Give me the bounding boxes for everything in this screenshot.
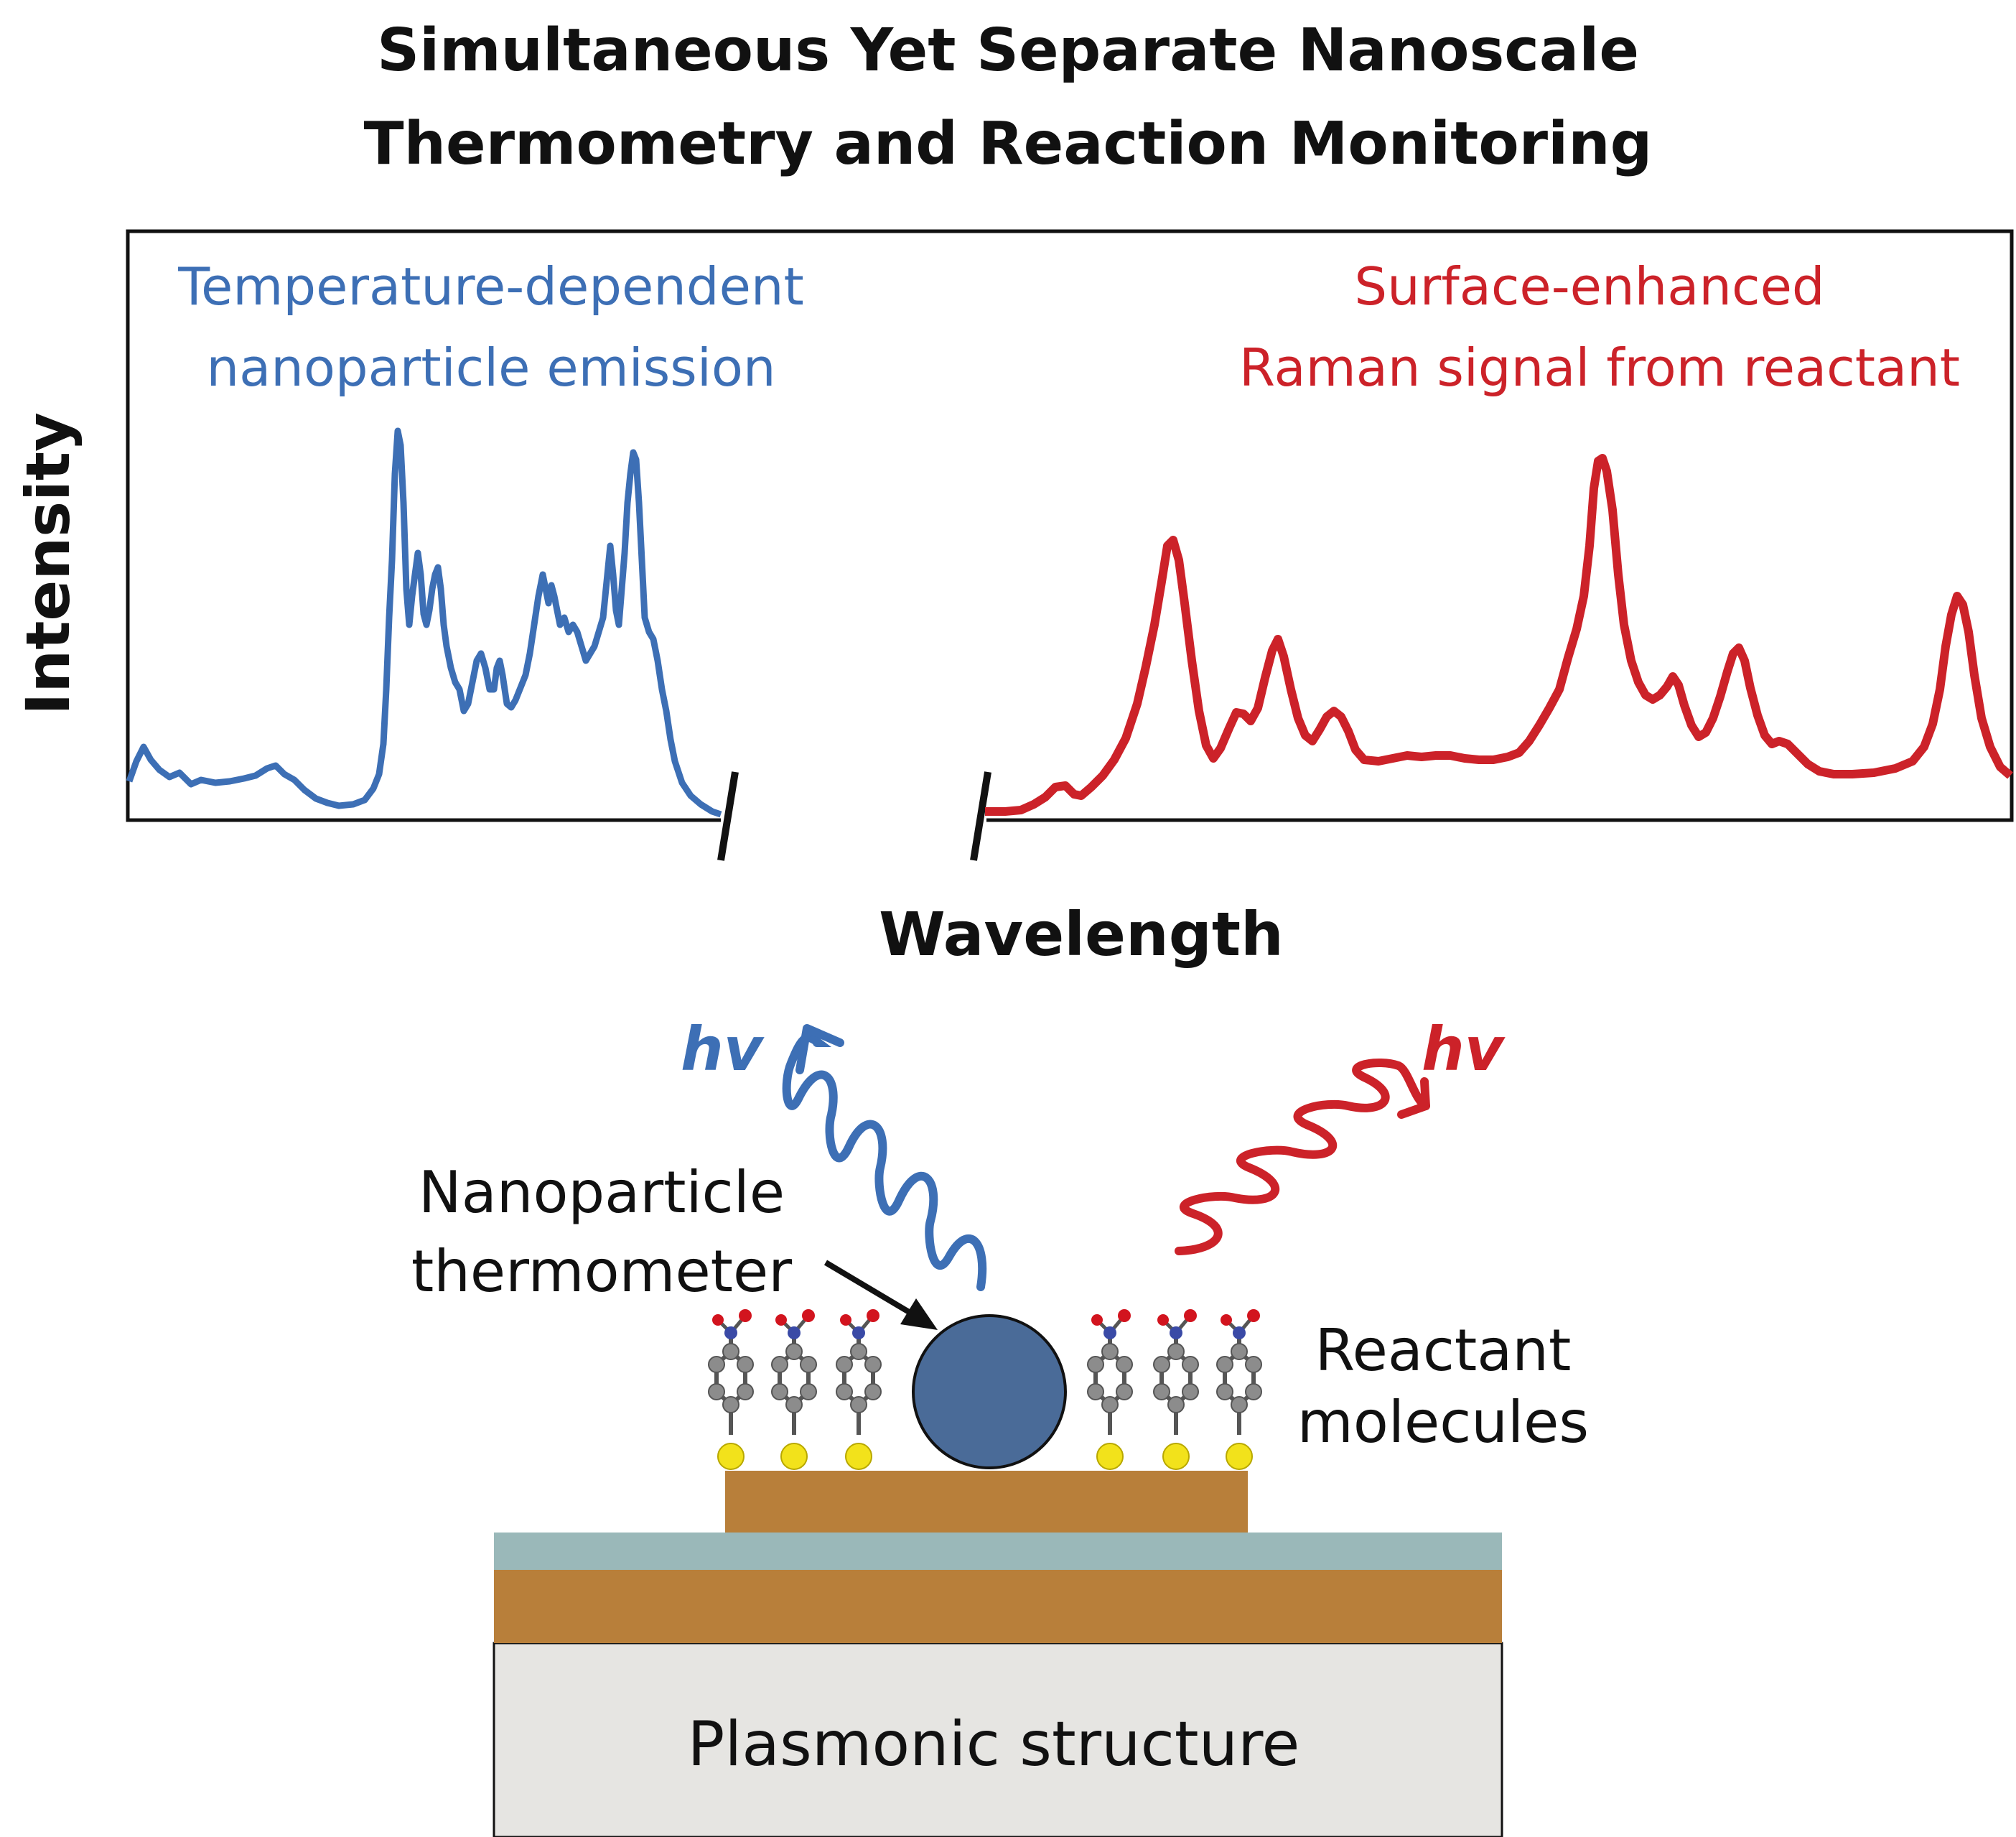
raman-label-line-1: Surface-enhanced xyxy=(1354,256,1824,317)
plasmonic-structure-label: Plasmonic structure xyxy=(688,1708,1300,1780)
emission-label-line-2: nanoparticle emission xyxy=(206,338,775,398)
emission-wave xyxy=(782,1033,987,1291)
axis-break-mark-right xyxy=(970,771,991,861)
emission-label-line-1: Temperature-dependent xyxy=(177,256,804,317)
emission-photon: hv xyxy=(681,1014,987,1291)
thermometer-label-line-2: thermometer xyxy=(411,1238,792,1305)
reactant-molecule xyxy=(772,1309,816,1469)
thermometer-pointer-head xyxy=(900,1298,938,1330)
reactant-label-line-1: Reactant xyxy=(1315,1317,1572,1384)
raman-spectrum-curve xyxy=(985,454,2013,816)
emission-arrow-head xyxy=(795,1024,844,1074)
reactant-molecule xyxy=(836,1309,881,1469)
raman-label-line-2: Raman signal from reactant xyxy=(1239,338,1960,398)
x-axis-label: Wavelength xyxy=(879,899,1284,969)
dielectric-spacer-layer xyxy=(494,1533,1502,1570)
raman-arrow-head xyxy=(1397,1077,1430,1119)
plasmonic-substrate xyxy=(493,1642,1503,1837)
raman-photon: hv xyxy=(1175,1014,1506,1255)
reactant-molecule xyxy=(1154,1309,1198,1469)
axis-break-mark-left xyxy=(717,771,739,861)
reactant-molecule xyxy=(1217,1309,1261,1469)
nanoparticle-thermometer xyxy=(912,1314,1067,1469)
thermometer-label-line-1: Nanoparticle xyxy=(419,1159,785,1226)
gold-film-layer xyxy=(494,1570,1502,1643)
raman-wave xyxy=(1175,1059,1430,1255)
reactant-label-line-2: molecules xyxy=(1297,1389,1589,1456)
axis-break-gap xyxy=(721,804,986,833)
reactant-molecule xyxy=(709,1309,753,1469)
figure-title-line-2: Thermometry and Reaction Monitoring xyxy=(364,110,1653,178)
emission-spectrum-curve xyxy=(126,427,722,818)
raman-hv-label: hv xyxy=(1422,1014,1506,1084)
y-axis-label: Intensity xyxy=(13,412,83,715)
figure-title-line-1: Simultaneous Yet Separate Nanoscale xyxy=(377,17,1639,85)
emission-hv-label: hv xyxy=(681,1014,765,1084)
reactant-molecule xyxy=(1088,1309,1132,1469)
spectrum-frame xyxy=(126,229,2014,822)
gold-nanostructure-block xyxy=(725,1471,1248,1533)
